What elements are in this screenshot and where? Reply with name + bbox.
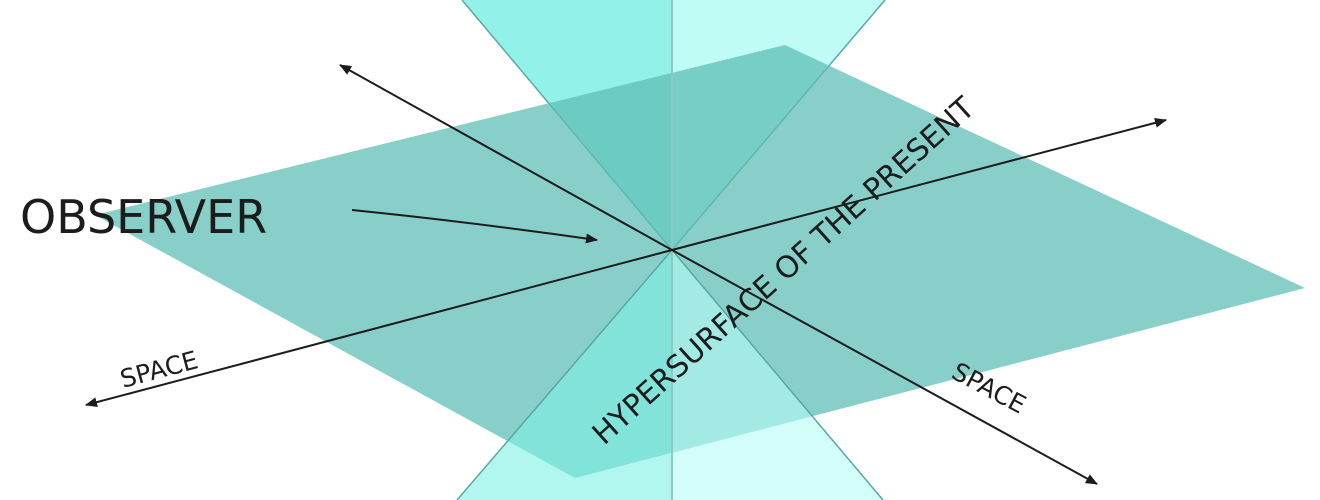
space-axes xyxy=(85,64,1167,485)
past-light-cone xyxy=(456,249,884,500)
space-axis-lower-right-arrow xyxy=(671,249,1098,485)
hypersurface-plane xyxy=(95,45,1305,478)
observer-label: OBSERVER xyxy=(20,190,267,244)
space-axis-upper-right-arrow xyxy=(671,117,1167,251)
past-cone-left-edge xyxy=(456,249,673,500)
observer-pointer-arrow xyxy=(351,209,598,244)
space-axis-lower-left-arrow xyxy=(85,249,673,408)
past-cone-right-edge xyxy=(671,249,884,500)
space-axis-upper-left-arrow xyxy=(339,64,673,251)
